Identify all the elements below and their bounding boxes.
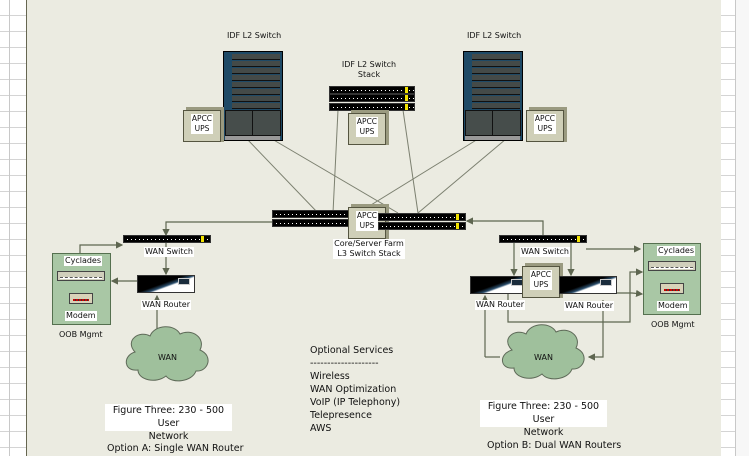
- link-idf-left-core: [246, 138, 319, 214]
- idf-left-title: IDF L2 Switch: [227, 31, 282, 40]
- wan-router-b-2[interactable]: [559, 276, 617, 294]
- core-switch-1[interactable]: [272, 210, 360, 218]
- link-idf-right-core: [357, 138, 479, 214]
- idf-stack-switch-2[interactable]: [329, 94, 415, 102]
- wan-router-a[interactable]: [137, 275, 195, 293]
- cyclades-device: [648, 261, 696, 271]
- cyclades-device: [57, 271, 105, 281]
- wan-cloud-a-label: WAN: [158, 353, 177, 362]
- spreadsheet-margin: [736, 0, 749, 456]
- ups-label: UPS: [194, 124, 210, 133]
- ups-label: APCC: [534, 114, 556, 123]
- link-core-wanswitch-a: [162, 221, 272, 237]
- core-switch-2[interactable]: [272, 219, 360, 227]
- modem-label: Modem: [65, 311, 97, 321]
- modem-label: Modem: [657, 301, 689, 311]
- cyclades-label: Cyclades: [657, 246, 696, 256]
- wan-router-b-1[interactable]: [470, 276, 528, 294]
- wan-switch-a-label: WAN Switch: [144, 247, 194, 257]
- wan-router-b-1-label: WAN Router: [475, 300, 525, 310]
- cyclades-label: Cyclades: [64, 256, 103, 266]
- optional-services: Optional Services -------------------- W…: [310, 344, 400, 435]
- oob-mgmt-a-label: OOB Mgmt: [59, 330, 103, 339]
- option-b-title: Option B: Dual WAN Routers: [487, 440, 622, 451]
- link-stack-core-2: [402, 109, 419, 214]
- link-router2-wan-b: [587, 300, 604, 361]
- link-router2-oob-b: [616, 289, 644, 297]
- wan-switch-a[interactable]: [123, 235, 211, 243]
- wan-cloud-b: [502, 324, 585, 380]
- spreadsheet-column-right: [721, 0, 736, 456]
- service-item: AWS: [310, 423, 332, 434]
- ups-label: UPS: [537, 124, 553, 133]
- oob-mgmt-b[interactable]: Cyclades Modem: [643, 243, 701, 315]
- ups-label: APCC: [530, 270, 552, 279]
- oob-mgmt-b-label: OOB Mgmt: [651, 320, 695, 329]
- link-idf-right-core-2: [417, 138, 507, 214]
- spreadsheet-row-header: [0, 0, 10, 456]
- wan-switch-b[interactable]: [499, 235, 587, 243]
- idf-stack-switch-1[interactable]: [329, 86, 415, 94]
- service-item: VoIP (IP Telephony): [310, 397, 401, 408]
- spreadsheet-column-left: [10, 0, 26, 456]
- core-switch-3[interactable]: [378, 213, 466, 221]
- wan-cloud-b-label: WAN: [534, 353, 553, 362]
- ups-label: APCC: [191, 114, 213, 123]
- wan-router-b-2-label: WAN Router: [564, 301, 614, 311]
- idf-right-title: IDF L2 Switch: [467, 31, 522, 40]
- wan-switch-b-label: WAN Switch: [520, 247, 570, 257]
- ups-label: UPS: [359, 127, 375, 136]
- modem-device: [660, 283, 684, 294]
- service-item: Wireless: [310, 371, 350, 382]
- ups-label: UPS: [533, 280, 549, 289]
- idf-left-switch[interactable]: [223, 51, 283, 141]
- optional-services-title: Optional Services: [310, 345, 394, 356]
- ups-label: UPS: [359, 221, 375, 230]
- wan-cloud-a: [125, 326, 209, 382]
- ups-label: APCC: [356, 117, 378, 126]
- oob-mgmt-a[interactable]: Cyclades Modem: [52, 253, 111, 325]
- link-router1-oob-b: [507, 268, 644, 323]
- optional-services-divider: --------------------: [310, 358, 379, 369]
- idf-stack-switch-3[interactable]: [329, 103, 415, 111]
- link-oob-wanswitch-a: [79, 241, 124, 253]
- ups-label: APCC: [356, 211, 378, 220]
- option-a-title: Option A: Single WAN Router: [107, 443, 244, 454]
- link-wanswitch-b-core: [465, 217, 544, 235]
- core-switch-4[interactable]: [378, 222, 466, 230]
- service-item: Telepresence: [310, 410, 372, 421]
- service-item: WAN Optimization: [310, 384, 397, 395]
- link-stack-core: [332, 109, 339, 214]
- modem-device: [69, 293, 93, 304]
- idf-right-switch[interactable]: [463, 51, 523, 141]
- wan-router-a-label: WAN Router: [141, 300, 191, 310]
